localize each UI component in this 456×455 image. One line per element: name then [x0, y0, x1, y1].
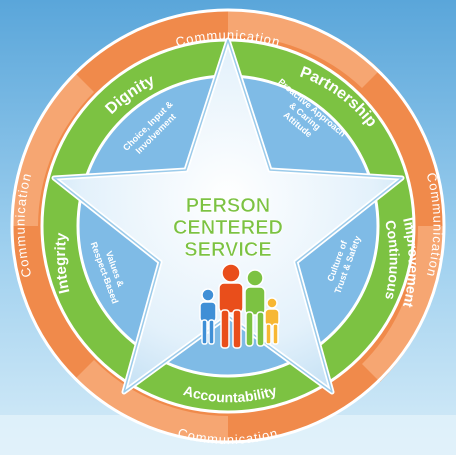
person-yellow-child — [264, 297, 280, 345]
ring-segment-top-right — [228, 9, 380, 89]
person-green-adult — [244, 269, 266, 347]
ring-segment-bottom-right — [362, 226, 445, 382]
integrity-label: Integrity — [52, 231, 73, 295]
family-figures — [199, 263, 280, 349]
communication-label-left: Communication — [13, 171, 35, 279]
outer-ring-border — [10, 8, 446, 444]
center-title-line3: SERVICE — [184, 239, 271, 261]
ring-segment-top-left — [12, 74, 94, 226]
center-title: PERSON CENTERED SERVICE — [173, 195, 284, 262]
accountability-label: Accountability — [182, 382, 279, 405]
communication-label-bottom: Communication — [176, 425, 280, 447]
communication-label-top: Communication — [174, 27, 282, 49]
person-blue-child — [199, 288, 217, 345]
person-red-adult — [218, 263, 244, 349]
ring-segment-bottom-left — [76, 360, 228, 442]
improvement-label: Improvement — [400, 216, 422, 310]
communication-label-right: Communication — [424, 171, 446, 279]
center-title-line2: CENTERED — [173, 217, 283, 239]
center-title-line1: PERSON — [186, 195, 270, 217]
continuous-label: Continuous — [382, 219, 403, 302]
